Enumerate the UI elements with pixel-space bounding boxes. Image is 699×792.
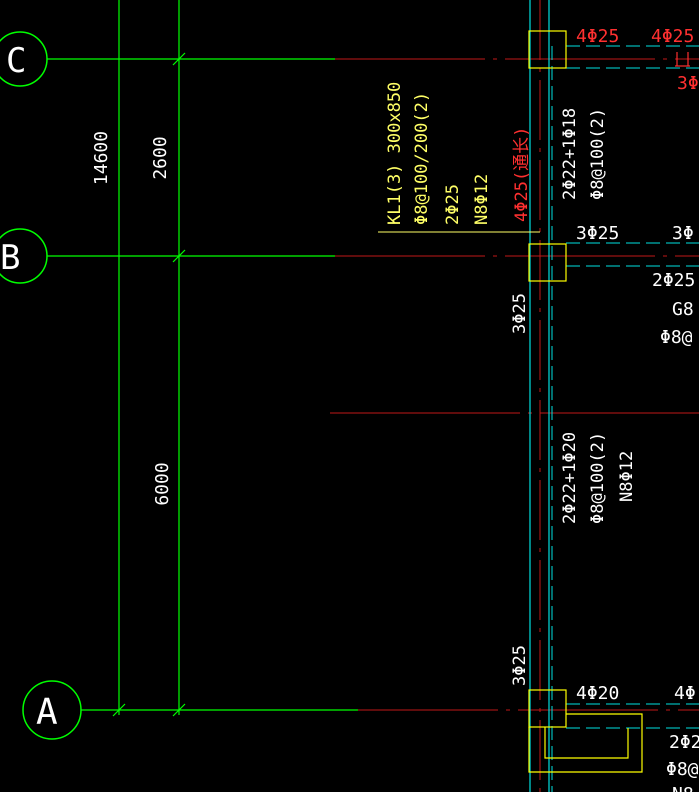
- right-a-rebar-1: 2Φ2: [669, 732, 699, 753]
- axis-label-c: C: [6, 41, 26, 81]
- column-a: [528, 689, 567, 728]
- dimension-tick-b: [172, 249, 186, 263]
- red-annotations: 4Φ25 4Φ25 3Φ 4Φ25(通长): [512, 26, 699, 222]
- beam-label[interactable]: KL1(3) 300x850 Φ8@100/200(2) 2Φ25 N8Φ12: [385, 82, 492, 225]
- support-a-rebar-right: 4Φ: [674, 683, 696, 704]
- column-a-outline: [528, 713, 643, 773]
- right-beams: [551, 45, 699, 792]
- column-a-inner-outline: [544, 727, 629, 759]
- dimension-lower-text: 6000: [152, 462, 173, 505]
- white-annotations: 2Φ22+1Φ18 Φ8@100(2) 2Φ22+1Φ20 Φ8@100(2) …: [510, 108, 699, 792]
- rebar-continuous: 4Φ25(通长): [512, 127, 532, 222]
- dimension-total-text: 14600: [91, 131, 112, 185]
- support-a-rebar-left: 3Φ25: [510, 645, 530, 686]
- right-a-rebar-3: N8: [672, 784, 694, 792]
- right-b-rebar-1: 2Φ25: [652, 270, 695, 291]
- columns: [528, 30, 643, 773]
- axis-label-a: A: [36, 692, 58, 733]
- span2-rebar-3: N8Φ12: [617, 451, 637, 502]
- support-a-rebar: 4Φ20: [576, 683, 619, 704]
- span1-rebar-1: 2Φ22+1Φ18: [560, 108, 580, 200]
- rebar-top-left: 4Φ25: [576, 26, 619, 47]
- axis-label-b: B: [0, 238, 20, 278]
- span1-rebar-2: Φ8@100(2): [588, 108, 608, 200]
- beam-label-line3: 2Φ25: [443, 184, 463, 225]
- rebar-top-right: 4Φ25: [651, 26, 694, 47]
- dimension-tick-a: [172, 703, 186, 717]
- support-b-rebar: 3Φ25: [576, 223, 619, 244]
- dimension-lines: 14600 2600 6000: [91, 0, 186, 717]
- right-a-rebar-2: Φ8@: [666, 759, 699, 780]
- dimension-tick-c: [172, 52, 186, 66]
- beam-label-line1: KL1(3) 300x850: [385, 82, 405, 225]
- support-b-rebar-right: 3Φ: [672, 223, 694, 244]
- support-b-rebar-left: 3Φ25: [510, 293, 530, 334]
- axis-bubble-b: B: [0, 228, 48, 284]
- right-b-rebar-3: Φ8@: [660, 327, 693, 348]
- span2-rebar-1: 2Φ22+1Φ20: [560, 432, 580, 524]
- beam-label-line2: Φ8@100/200(2): [412, 92, 432, 225]
- axis-bubble-c: C: [0, 31, 48, 87]
- dimension-upper-text: 2600: [150, 136, 171, 179]
- dimension-tick-total-a: [112, 703, 126, 717]
- vertical-beam-kl1[interactable]: [529, 0, 550, 792]
- beam-label-line4: N8Φ12: [472, 174, 492, 225]
- axis-bubble-a: A: [22, 680, 82, 740]
- rebar-right-edge-top: 3Φ: [677, 73, 699, 94]
- column-c: [528, 30, 567, 69]
- column-b: [528, 243, 567, 282]
- right-b-rebar-2: G8: [672, 299, 694, 320]
- span2-rebar-2: Φ8@100(2): [588, 432, 608, 524]
